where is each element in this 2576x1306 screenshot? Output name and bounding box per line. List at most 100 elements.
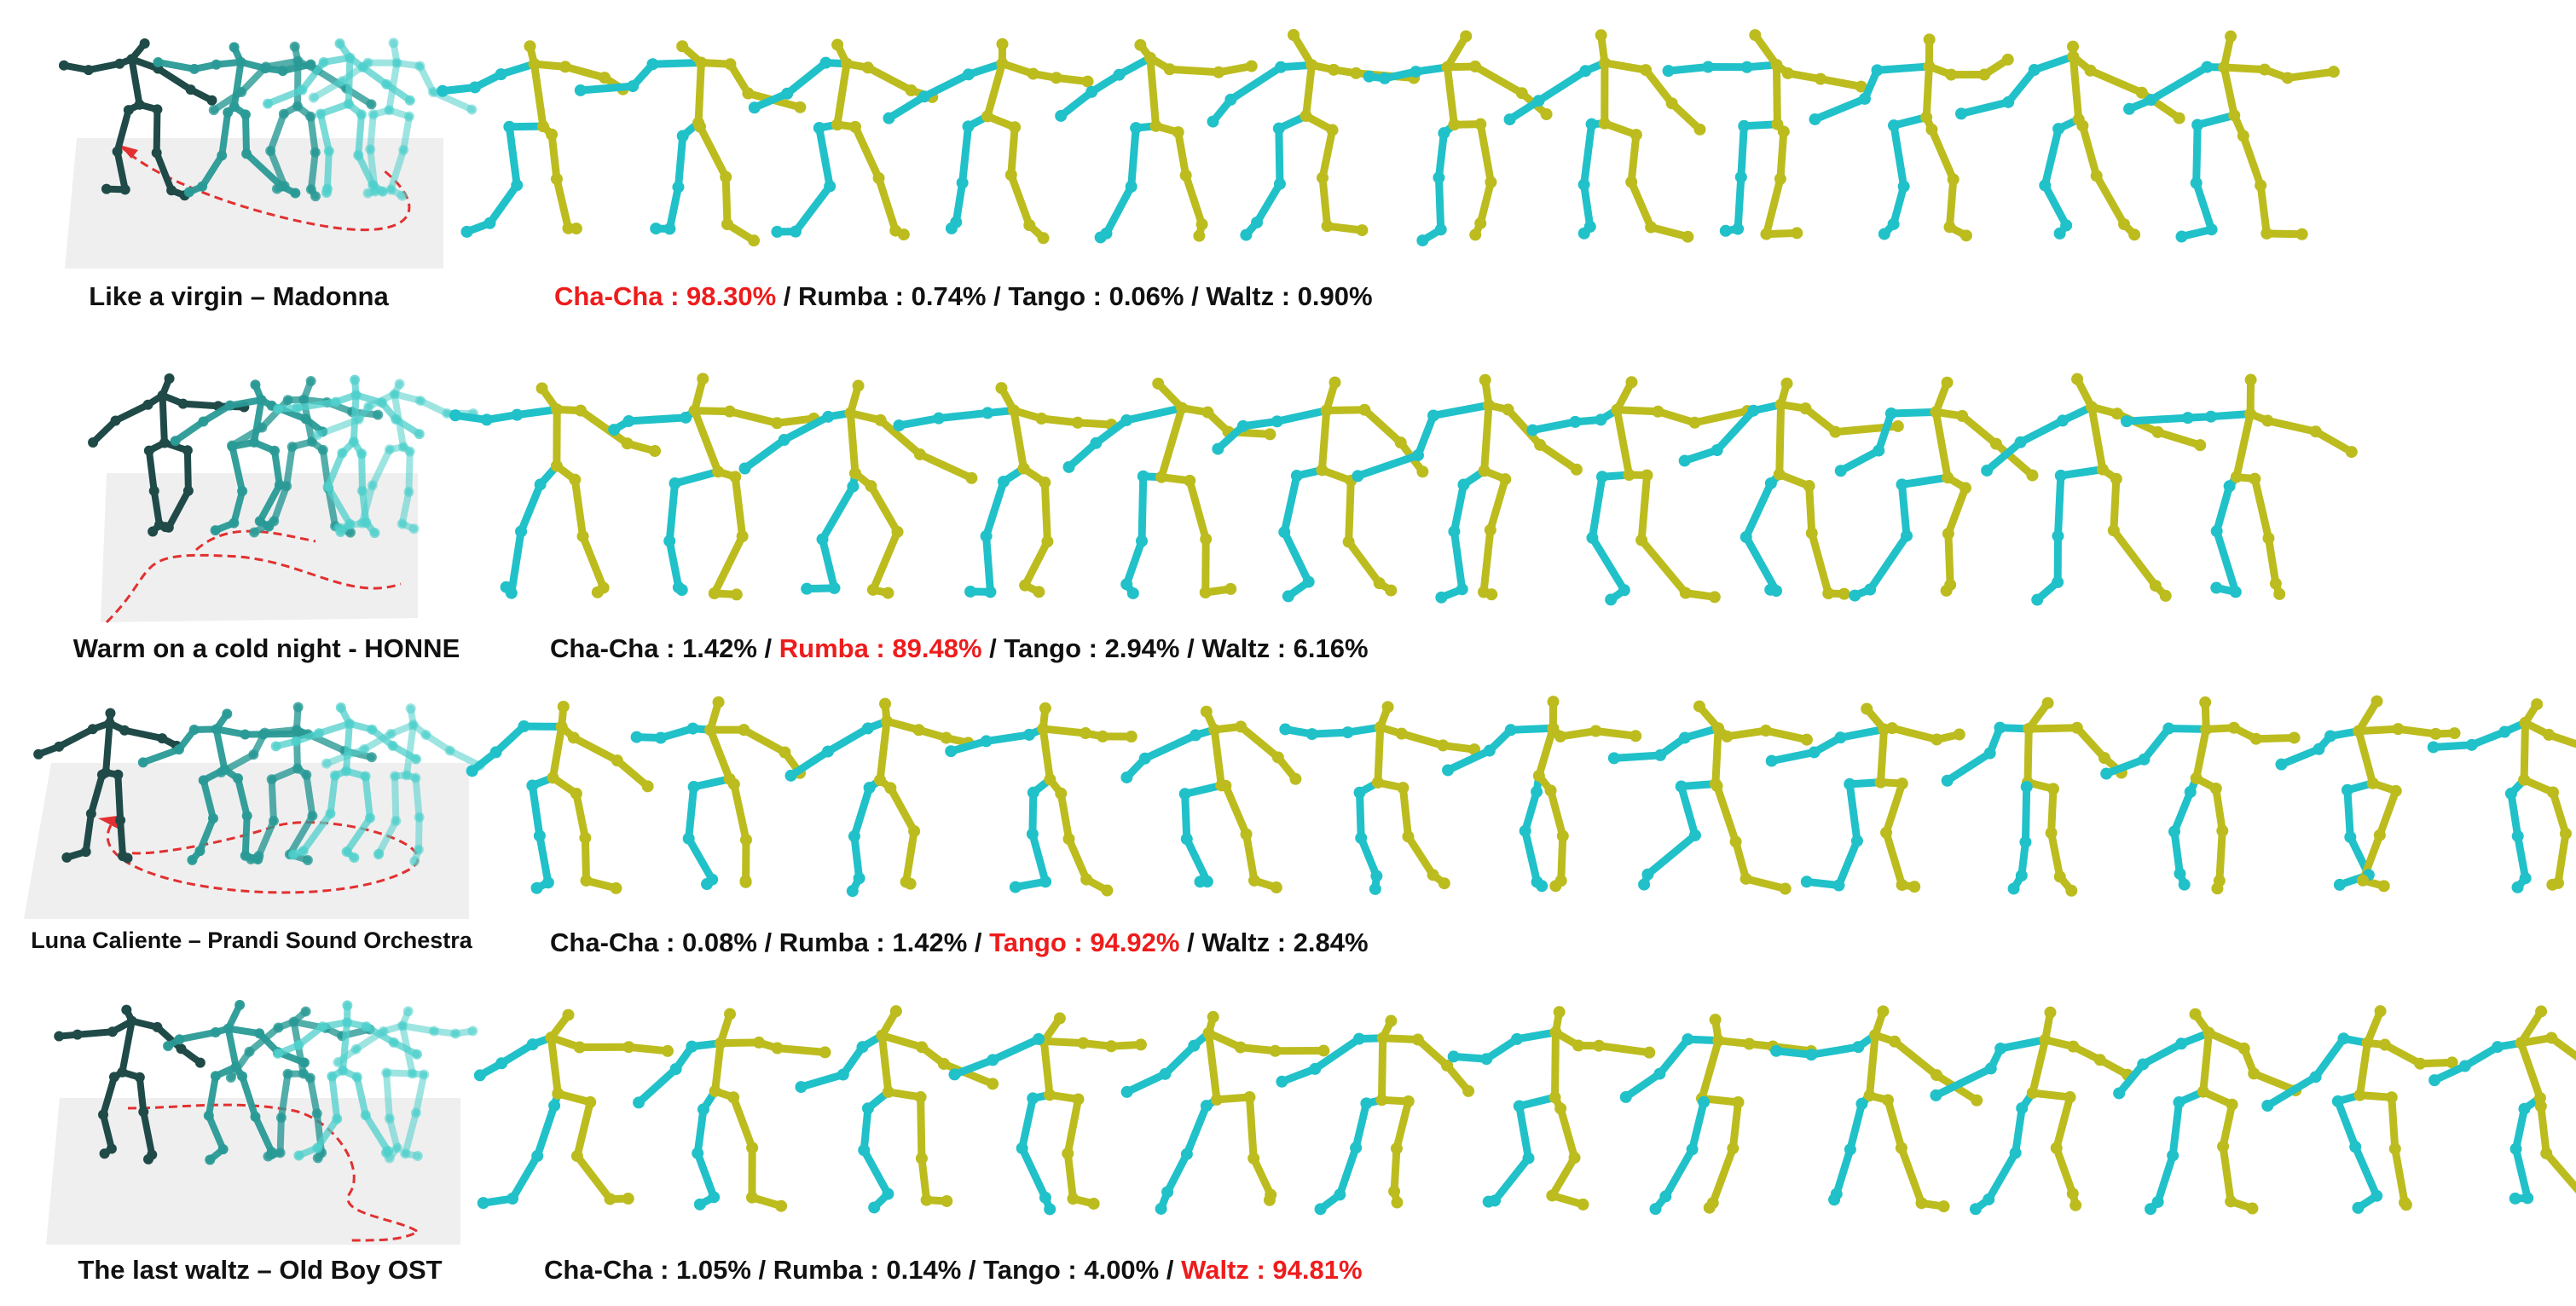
separator: /: [1179, 927, 1202, 957]
dancer-skeleton: [2121, 373, 2358, 600]
skeleton-history: [54, 999, 478, 1165]
song-title: Luna Caliente – Prandi Sound Orchestra: [31, 927, 472, 953]
trajectory-3d-view: [46, 999, 478, 1245]
floor-plane: [65, 138, 443, 269]
motion-path: [118, 143, 411, 231]
separator: /: [1179, 633, 1202, 663]
dancer-skeleton: [473, 1008, 674, 1210]
separator: /: [1159, 1255, 1182, 1285]
dancer-skeleton: [738, 379, 978, 599]
dancer-skeleton: [1503, 29, 1706, 243]
dancer-skeleton: [1809, 33, 2014, 242]
dancer-skeleton: [270, 702, 421, 864]
dancer-skeleton: [1765, 702, 1965, 893]
pose-sequence-strip: [466, 695, 2576, 898]
trajectory-3d-view: [24, 702, 485, 919]
separator: /: [756, 927, 779, 957]
dancer-skeleton: [272, 1000, 422, 1161]
dancer-skeleton: [1930, 1006, 2134, 1216]
dancer-skeleton: [1120, 705, 1302, 894]
class-probabilities: Cha-Cha : 98.30% / Rumba : 0.74% / Tango…: [554, 281, 1373, 312]
separator: /: [1184, 281, 1207, 311]
prob-rumba: Rumba : 0.14%: [773, 1255, 962, 1285]
dancer-skeleton: [1662, 29, 1867, 240]
pose-sequence-strip: [473, 1005, 2576, 1216]
dancer-skeleton: [2123, 30, 2340, 243]
dancer-skeleton: [1941, 696, 2127, 897]
dancer-skeleton: [262, 38, 415, 199]
dancer-skeleton: [748, 38, 939, 241]
dancer-skeleton: [216, 702, 377, 865]
dancer-skeleton: [1526, 376, 1754, 606]
separator: /: [967, 927, 990, 957]
dancer-skeleton: [449, 382, 662, 599]
separator: /: [981, 633, 1004, 663]
dancer-skeleton: [1678, 377, 1904, 600]
separator: /: [986, 281, 1009, 311]
dancer-skeleton: [321, 703, 485, 867]
song-title: The last waltz – Old Boy OST: [78, 1255, 443, 1285]
path-arrow: [119, 145, 138, 159]
dancer-skeleton: [574, 40, 807, 247]
prob-rumba: Rumba : 89.48%: [779, 633, 982, 663]
prob-cha-cha: Cha-Cha : 0.08%: [550, 927, 757, 957]
dancer-skeleton: [333, 1006, 478, 1164]
dancer-skeleton: [1055, 38, 1258, 244]
dancer-skeleton: [795, 1005, 999, 1214]
skeleton-history: [33, 702, 485, 867]
dancer-skeleton: [2428, 1005, 2576, 1205]
dancer-skeleton: [1212, 376, 1429, 603]
dancer-skeleton: [1363, 30, 1553, 247]
dancer-skeleton: [630, 696, 806, 891]
pose-sequence-strip: [449, 373, 2358, 606]
dancer-skeleton: [633, 1008, 831, 1212]
song-title: Warm on a cold night - HONNE: [72, 633, 460, 663]
dancer-skeleton: [1770, 1005, 1983, 1213]
motion-path: [127, 1103, 420, 1242]
prob-rumba: Rumba : 0.74%: [797, 281, 987, 311]
dancer-skeleton: [784, 697, 975, 898]
dancer-skeleton: [1981, 373, 2207, 606]
trajectory-3d-view: [88, 373, 479, 624]
dancer-skeleton: [2261, 1005, 2458, 1214]
dancer-skeleton: [308, 38, 478, 201]
prob-waltz: Waltz : 2.84%: [1201, 927, 1369, 957]
dancer-skeleton: [1619, 1014, 1817, 1216]
dancer-skeleton: [2100, 696, 2301, 895]
class-probabilities: Cha-Cha : 0.08% / Rumba : 1.42% / Tango …: [550, 927, 1369, 958]
prob-tango: Tango : 0.06%: [1008, 281, 1184, 311]
dancer-skeleton: [883, 38, 1094, 245]
prob-waltz: Waltz : 0.90%: [1206, 281, 1373, 311]
class-probabilities: Cha-Cha : 1.05% / Rumba : 0.14% / Tango …: [544, 1255, 1363, 1286]
skeleton-history: [58, 38, 478, 202]
dancer-skeleton: [945, 702, 1137, 897]
skeleton-history: [88, 373, 479, 539]
motion-path: [105, 553, 402, 624]
dancer-skeleton: [1207, 28, 1421, 241]
prob-cha-cha: Cha-Cha : 98.30%: [554, 281, 777, 311]
dancer-skeleton: [1120, 1010, 1330, 1215]
separator: /: [776, 281, 798, 311]
trajectory-3d-view: [58, 38, 478, 269]
dancer-skeleton: [608, 373, 820, 601]
prob-tango: Tango : 4.00%: [983, 1255, 1160, 1285]
dancer-skeleton: [1352, 373, 1583, 604]
separator: /: [961, 1255, 984, 1285]
dancer-skeleton: [437, 40, 629, 238]
dancer-skeleton: [1062, 377, 1276, 599]
dancer-skeleton: [948, 1012, 1147, 1216]
dancer-skeleton: [893, 382, 1118, 598]
separator: /: [750, 1255, 773, 1285]
prob-rumba: Rumba : 1.42%: [779, 927, 968, 957]
dancer-skeleton: [2275, 695, 2461, 893]
song-title: Like a virgin – Madonna: [89, 281, 389, 311]
pose-sequence-strip: [437, 28, 2340, 247]
dancer-skeleton: [58, 38, 217, 201]
dancer-skeleton: [1834, 376, 2039, 602]
dancer-skeleton: [1607, 700, 1813, 895]
dancer-skeleton: [1447, 1006, 1656, 1211]
dancer-skeleton: [2427, 698, 2576, 893]
prob-cha-cha: Cha-Cha : 1.42%: [550, 633, 757, 663]
dancer-skeleton: [466, 700, 654, 894]
dancer-skeleton: [54, 1004, 206, 1164]
